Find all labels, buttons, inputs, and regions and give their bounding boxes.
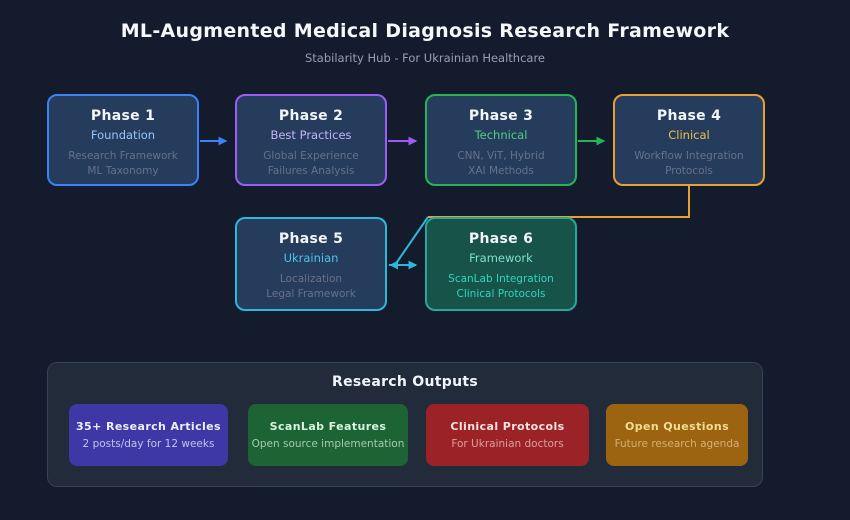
phase-3-title: Phase 3 xyxy=(468,108,534,124)
phase-2-node: Phase 2 Best Practices Global Experience… xyxy=(235,94,387,186)
phase-5-detail-line-1: Localization xyxy=(279,273,343,285)
phase-6-node: Phase 6 Framework ScanLab Integration Cl… xyxy=(425,217,577,311)
phase-5-detail-line-2: Legal Framework xyxy=(266,288,356,300)
output-card-open-questions: Open Questions Future research agenda xyxy=(606,404,748,466)
phase-6-details: ScanLab Integration Clinical Protocols xyxy=(427,272,575,302)
phase-3-detail-line-2: XAI Methods xyxy=(468,165,534,177)
output-card-title: Clinical Protocols xyxy=(450,420,565,433)
phase-2-detail-line-1: Global Experience xyxy=(263,150,359,162)
phase-5-title: Phase 5 xyxy=(278,231,344,247)
phase-2-details: Global Experience Failures Analysis xyxy=(237,149,385,179)
output-card-title: Open Questions xyxy=(624,420,730,433)
phase-4-title: Phase 4 xyxy=(656,108,722,124)
output-card-scanlab-features: ScanLab Features Open source implementat… xyxy=(248,404,408,466)
phase-5-subtitle: Ukrainian xyxy=(283,251,339,265)
page-title: ML-Augmented Medical Diagnosis Research … xyxy=(120,20,730,42)
phase-5-node: Phase 5 Ukrainian Localization Legal Fra… xyxy=(235,217,387,311)
phase-3-detail-line-1: CNN, ViT, Hybrid xyxy=(457,150,545,162)
output-card-title: ScanLab Features xyxy=(269,420,387,433)
phase-5-details: Localization Legal Framework xyxy=(237,272,385,302)
phase-6-subtitle: Framework xyxy=(469,251,533,265)
phase-6-detail-line-1: ScanLab Integration xyxy=(448,273,554,285)
phase-3-subtitle: Technical xyxy=(474,128,528,142)
phase-3-details: CNN, ViT, Hybrid XAI Methods xyxy=(427,149,575,179)
phase-4-detail-line-2: Protocols xyxy=(665,165,713,177)
phase-6-detail-line-2: Clinical Protocols xyxy=(456,288,546,300)
phase-1-detail-line-1: Research Framework xyxy=(68,150,178,162)
phase-2-subtitle: Best Practices xyxy=(270,128,352,142)
phase-4-details: Workflow Integration Protocols xyxy=(615,149,763,179)
phase-3-node: Phase 3 Technical CNN, ViT, Hybrid XAI M… xyxy=(425,94,577,186)
research-outputs-title: Research Outputs xyxy=(332,374,478,390)
output-card-title: 35+ Research Articles xyxy=(76,420,221,433)
phase-1-details: Research Framework ML Taxonomy xyxy=(49,149,197,179)
phase-1-detail-line-2: ML Taxonomy xyxy=(87,165,159,177)
phase-4-detail-line-1: Workflow Integration xyxy=(634,150,744,162)
page-subtitle: Stabilarity Hub - For Ukrainian Healthca… xyxy=(304,51,545,65)
phase-4-subtitle: Clinical xyxy=(668,128,710,142)
connector-phase4-elbow xyxy=(428,186,690,218)
phase-1-title: Phase 1 xyxy=(90,108,156,124)
output-card-subtitle: Future research agenda xyxy=(614,438,740,450)
phase-2-detail-line-2: Failures Analysis xyxy=(267,165,355,177)
output-card-subtitle: Open source implementation xyxy=(251,438,405,450)
phase-4-node: Phase 4 Clinical Workflow Integration Pr… xyxy=(613,94,765,186)
connector-phase4-phase5-diagonal xyxy=(396,216,429,263)
output-card-clinical-protocols: Clinical Protocols For Ukrainian doctors xyxy=(426,404,589,466)
output-card-research-articles: 35+ Research Articles 2 posts/day for 12… xyxy=(69,404,228,466)
arrowhead-into-phase5 xyxy=(389,260,398,270)
phase-1-subtitle: Foundation xyxy=(90,128,156,142)
output-card-subtitle: For Ukrainian doctors xyxy=(451,438,564,450)
research-outputs-panel: Research Outputs 35+ Research Articles 2… xyxy=(47,362,763,487)
phase-1-node: Phase 1 Foundation Research Framework ML… xyxy=(47,94,199,186)
phase-2-title: Phase 2 xyxy=(278,108,344,124)
output-card-subtitle: 2 posts/day for 12 weeks xyxy=(82,438,215,450)
phase-6-title: Phase 6 xyxy=(468,231,534,247)
